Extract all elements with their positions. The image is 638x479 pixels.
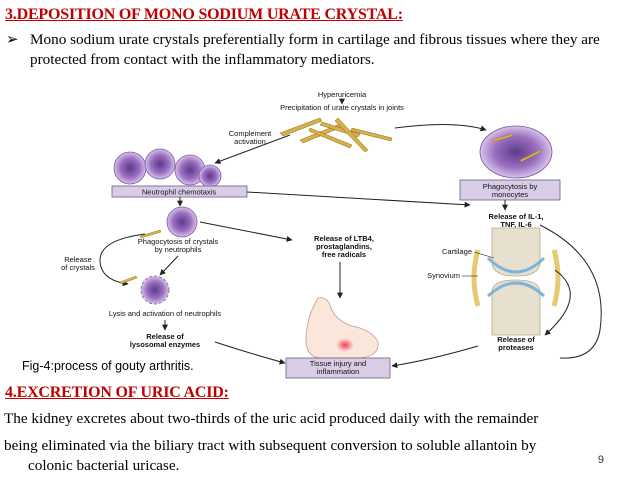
joint-icon [471,227,561,336]
paragraph-line-1: The kidney excretes about two-thirds of … [4,410,539,427]
paragraph-2-line-2: colonic bacterial uricase. [28,457,180,474]
label-lysis: Lysis and activation of neutrophils [109,309,222,318]
paragraph-2: being eliminated via the biliary tract w… [4,436,632,476]
label-release-ltb-2: prostaglandins, [316,242,372,251]
box-phagocytosis-monocytes [459,179,561,201]
label-release-prot-1: Release of [497,335,535,344]
label-release-lyso-2: lysosomal enzymes [130,340,200,349]
label-precipitation: Precipitation of urate crystals in joint… [280,103,404,112]
bullet-arrow-icon: ➢ [6,31,19,48]
label-activation: activation [234,137,266,146]
label-phago-mono-2: monocytes [492,190,529,199]
label-release-il: Release of IL-1, [488,212,543,221]
bullet-text: Mono sodium urate crystals preferentiall… [30,31,600,68]
section-heading-excretion: 4.EXCRETION OF URIC ACID: [5,384,229,401]
section-heading-deposition: 3.DEPOSITION OF MONO SODIUM URATE CRYSTA… [5,6,403,23]
paragraph-2-line-1: being eliminated via the biliary tract w… [4,437,537,454]
label-release-ltb-3: free radicals [322,250,366,259]
label-phago-neut-1: Phagocytosis of crystals [138,237,219,246]
label-neutrophil-chemotaxis: Neutrophil chemotaxis [142,188,216,197]
label-tissue-1: Tissue injury and [310,359,366,368]
label-synovium: Synovium [427,271,460,280]
label-release-ltb-1: Release of LTB4, [314,234,374,243]
label-release-crystals-2: of crystals [61,263,95,272]
label-release-crystals-1: Release [64,255,92,264]
neutrophil-phagocytosis-icon [166,206,198,238]
label-phago-neut-2: by neutrophils [155,245,202,254]
urate-crystals-icon [279,117,393,153]
label-cartilage: Cartilage [442,247,472,256]
box-tissue-injury [285,357,391,379]
bullet-point: ➢ Mono sodium urate crystals preferentia… [6,30,631,70]
neutrophil-lysis-icon [140,275,170,305]
label-release-prot-2: proteases [498,343,533,352]
label-hyperuricemia: Hyperuricemia [318,90,367,99]
page-number: 9 [597,454,604,466]
label-phago-mono-1: Phagocytosis by [483,182,538,191]
figure-caption: Fig-4:process of gouty arthritis. [22,359,194,373]
label-tnf-il6: TNF, IL-6 [500,220,531,229]
neutrophil-cells-icon [113,148,222,188]
label-tissue-2: inflammation [317,367,360,376]
label-complement: Complement [229,129,272,138]
label-release-lyso-1: Release of [146,332,184,341]
foot-icon [305,297,379,359]
